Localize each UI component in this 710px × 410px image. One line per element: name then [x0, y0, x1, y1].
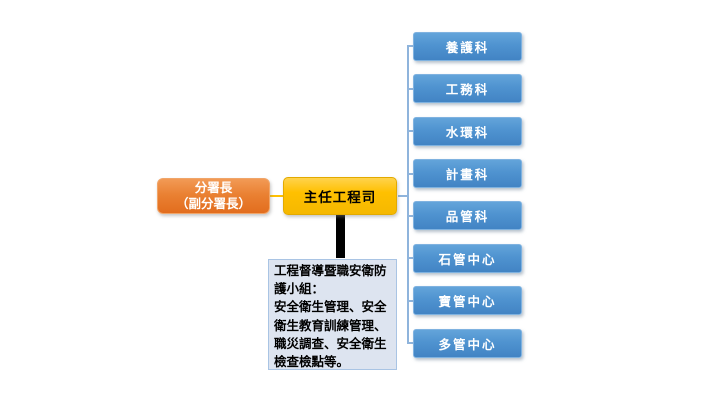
safety-note-box: 工程督導暨職安衛防護小組： 安全衛生管理、安全衛生教育訓練管理、職災調查、安全衛…: [268, 259, 397, 370]
dept-box-duoguan-center: 多管中心: [413, 329, 522, 358]
connector-stub-3: [407, 130, 413, 132]
dept-box-shiguan-center: 石管中心: [413, 244, 522, 273]
dept-box-shuihuan: 水環科: [413, 117, 522, 146]
connector-stub-2: [407, 88, 413, 90]
chief-engineer-box: 主任工程司: [283, 177, 397, 215]
connector-chief-to-note: [336, 214, 345, 258]
dept-box-jihua: 計畫科: [413, 159, 522, 188]
connector-stub-5: [407, 215, 413, 217]
connector-stub-8: [407, 342, 413, 344]
connector-chief-to-trunk: [398, 195, 408, 197]
connector-trunk-vertical: [407, 46, 409, 343]
dept-box-pinguan: 品管科: [413, 201, 522, 230]
connector-stub-6: [407, 257, 413, 259]
connector-stub-1: [407, 45, 413, 47]
leader-box: 分署長 （副分署長）: [157, 178, 270, 214]
connector-stub-7: [407, 300, 413, 302]
connector-leader-to-chief: [270, 195, 283, 197]
connector-stub-4: [407, 173, 413, 175]
dept-box-gongwu: 工務科: [413, 74, 522, 103]
dept-box-yanghu: 養護科: [413, 32, 522, 61]
dept-box-baoguan-center: 寶管中心: [413, 286, 522, 315]
